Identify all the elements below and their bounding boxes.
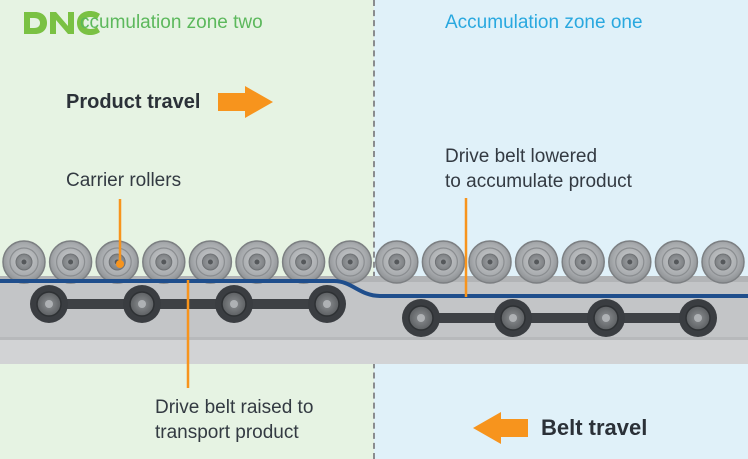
carrier-roller bbox=[281, 240, 326, 284]
belt-wheels-group bbox=[30, 285, 717, 337]
zone-two-title: ccumulation zone two bbox=[80, 12, 263, 33]
carrier-roller bbox=[468, 240, 512, 284]
carrier-rollers-label: Carrier rollers bbox=[66, 170, 182, 191]
carrier-roller bbox=[421, 240, 466, 284]
drive-belt-loop-left bbox=[49, 299, 330, 309]
carrier-roller bbox=[608, 240, 652, 284]
conveyor-base-rail bbox=[0, 337, 748, 364]
belt-wheel bbox=[123, 285, 161, 323]
drive-belt-lowered-label-line1: Drive belt lowered bbox=[445, 146, 598, 167]
carrier-roller bbox=[514, 240, 559, 284]
drive-belt bbox=[0, 279, 748, 298]
carrier-roller bbox=[375, 240, 419, 284]
carrier-roller bbox=[561, 240, 605, 284]
carrier-roller bbox=[48, 240, 93, 284]
carrier-roller bbox=[142, 240, 186, 284]
product-travel-label: Product travel bbox=[66, 91, 201, 113]
belt-wheel bbox=[308, 285, 346, 323]
carrier-roller bbox=[235, 240, 279, 284]
belt-wheel bbox=[30, 285, 68, 323]
drive-belt-raised-label-line1: Drive belt raised to bbox=[155, 397, 314, 418]
carrier-roller bbox=[654, 240, 699, 284]
drive-belt-raised-label-line2: transport product bbox=[155, 422, 299, 443]
arrow-right-icon bbox=[218, 86, 273, 118]
belt-wheel bbox=[587, 299, 625, 337]
drive-belt-loop-right bbox=[420, 313, 699, 323]
dnc-logo bbox=[24, 11, 100, 35]
carrier-rollers-pointer-dot bbox=[116, 260, 124, 268]
carrier-roller bbox=[328, 240, 372, 284]
zone-one-title: Accumulation zone one bbox=[445, 12, 643, 33]
belt-wheel bbox=[402, 299, 440, 337]
conveyor-frame-top-edge bbox=[0, 276, 748, 282]
base-rail-highlight bbox=[0, 337, 748, 340]
carrier-roller bbox=[2, 240, 46, 284]
belt-wheel bbox=[494, 299, 532, 337]
drive-belt-lowered-label-line2: to accumulate product bbox=[445, 171, 632, 192]
zone-divider bbox=[373, 0, 375, 459]
carrier-roller bbox=[188, 240, 233, 284]
belt-wheel bbox=[215, 285, 253, 323]
arrow-left-icon bbox=[473, 412, 528, 444]
accumulation-zone-one-panel bbox=[374, 0, 748, 459]
belt-wheel bbox=[679, 299, 717, 337]
belt-travel-label: Belt travel bbox=[541, 415, 648, 440]
carrier-roller bbox=[701, 240, 745, 284]
